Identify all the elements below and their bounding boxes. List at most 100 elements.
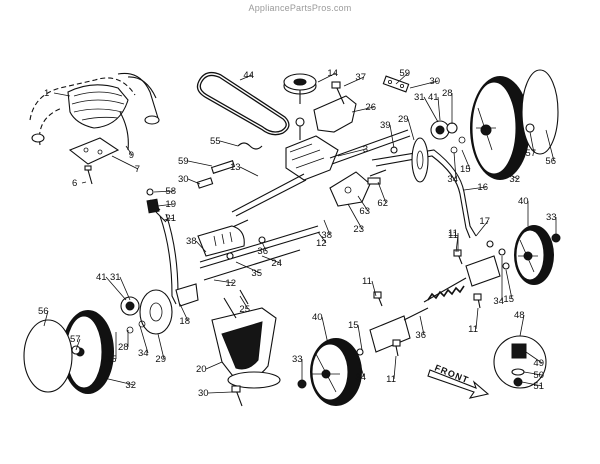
callout-number: 41 [428, 92, 439, 103]
callout-number: 34 [138, 348, 149, 359]
callout-number: 30 [178, 174, 189, 185]
callout-leader [75, 338, 81, 351]
callout-number: 28 [442, 88, 453, 99]
callout-leader [317, 231, 327, 244]
callout-leader [163, 217, 175, 221]
callout-number: 30 [198, 388, 209, 399]
callout-number: 38 [321, 230, 332, 241]
callout-number: 50 [533, 370, 544, 381]
callout-leader [351, 106, 375, 113]
callout-number: 14 [327, 68, 338, 79]
callout-number: 34 [493, 296, 504, 307]
callout-leader [187, 178, 201, 185]
small-hardware [146, 142, 263, 223]
callout-number: 11 [468, 324, 478, 335]
callout-number: 44 [243, 70, 254, 81]
right-gear [430, 120, 466, 154]
callout-leader [53, 92, 71, 97]
callout-number: 19 [165, 199, 176, 210]
callout-leader [505, 269, 513, 300]
callout-number: 13 [230, 162, 241, 173]
callout-leader [357, 195, 369, 212]
front-direction [427, 369, 490, 399]
callout-number: 24 [271, 258, 282, 269]
callout-leader [409, 80, 439, 89]
pulley [283, 73, 317, 104]
callout-leader [261, 255, 281, 264]
callout-number: 48 [514, 310, 525, 321]
callout-number: 57 [70, 334, 81, 345]
callout-number: 63 [359, 206, 370, 217]
callout-leader [321, 316, 329, 345]
callout-leader [463, 186, 487, 191]
callout-leader [395, 72, 409, 85]
callout-number: 56 [545, 156, 556, 167]
cross-rod [199, 225, 321, 281]
callout-leader [419, 315, 425, 336]
callout-leader [519, 314, 525, 337]
callout-leader [545, 129, 555, 162]
callout-leader [523, 371, 543, 376]
callout-number: 29 [155, 354, 166, 365]
rear-deflector [211, 289, 281, 389]
callout-number: 1 [44, 88, 49, 99]
transmission [231, 117, 411, 217]
rear-axle-disc [390, 137, 429, 183]
drive-belt [196, 72, 290, 136]
right-front-wheel [514, 225, 554, 285]
callout-number: 29 [398, 114, 409, 125]
callout-leader [111, 155, 139, 170]
right-rear-wheel [470, 69, 559, 180]
callout-leader [187, 160, 213, 167]
callout-number: 11 [448, 228, 458, 239]
callout-number: 41 [96, 272, 107, 283]
callout-leader [337, 148, 367, 157]
callout-number: 37 [355, 72, 366, 83]
callout-leader [357, 324, 363, 351]
callout-number: 23 [353, 224, 364, 235]
callout-number: 40 [518, 196, 529, 207]
callout-number: 26 [365, 102, 376, 113]
callout-leader [475, 307, 479, 330]
front-spring-assembly [369, 249, 501, 357]
callout-number: 20 [196, 364, 207, 375]
callout-number: 32 [125, 380, 136, 391]
callout-leader [323, 219, 331, 236]
callout-leader [407, 118, 415, 141]
callout-number: 28 [118, 342, 129, 353]
callout-number: 12 [225, 278, 236, 289]
callout-number: 58 [165, 186, 176, 197]
callout-number: 35 [251, 268, 262, 279]
callout-leader [105, 276, 127, 301]
callout-leader [195, 240, 207, 253]
callout-leader [125, 145, 133, 156]
callout-leader [153, 190, 175, 193]
callout-leader [157, 203, 175, 207]
callout-number: 30 [429, 76, 440, 87]
callout-number: 38 [186, 236, 197, 247]
callout-leader [239, 166, 259, 177]
left-gear-disc [120, 289, 173, 335]
lower-bolt [231, 385, 243, 407]
callout-number: 62 [377, 198, 388, 209]
callout-leader [389, 124, 395, 149]
callout-number: 12 [316, 238, 327, 249]
callout-number: 32 [509, 174, 520, 185]
callout-number: 36 [257, 246, 268, 257]
callout-number: 16 [477, 182, 488, 193]
callout-leader [347, 203, 363, 230]
callout-leader [239, 74, 253, 81]
callout-leader [529, 131, 535, 154]
callout-number: 6 [72, 178, 77, 189]
callout-number: 55 [210, 136, 221, 147]
callout-leader [343, 76, 365, 87]
pivot-bracket [329, 169, 387, 207]
callout-number: 31 [110, 272, 121, 283]
left-pivot-arm [159, 213, 249, 307]
callout-leader [393, 355, 397, 380]
callout-leader [207, 391, 233, 394]
callout-leader [205, 361, 223, 370]
callout-number: 34 [355, 372, 366, 383]
